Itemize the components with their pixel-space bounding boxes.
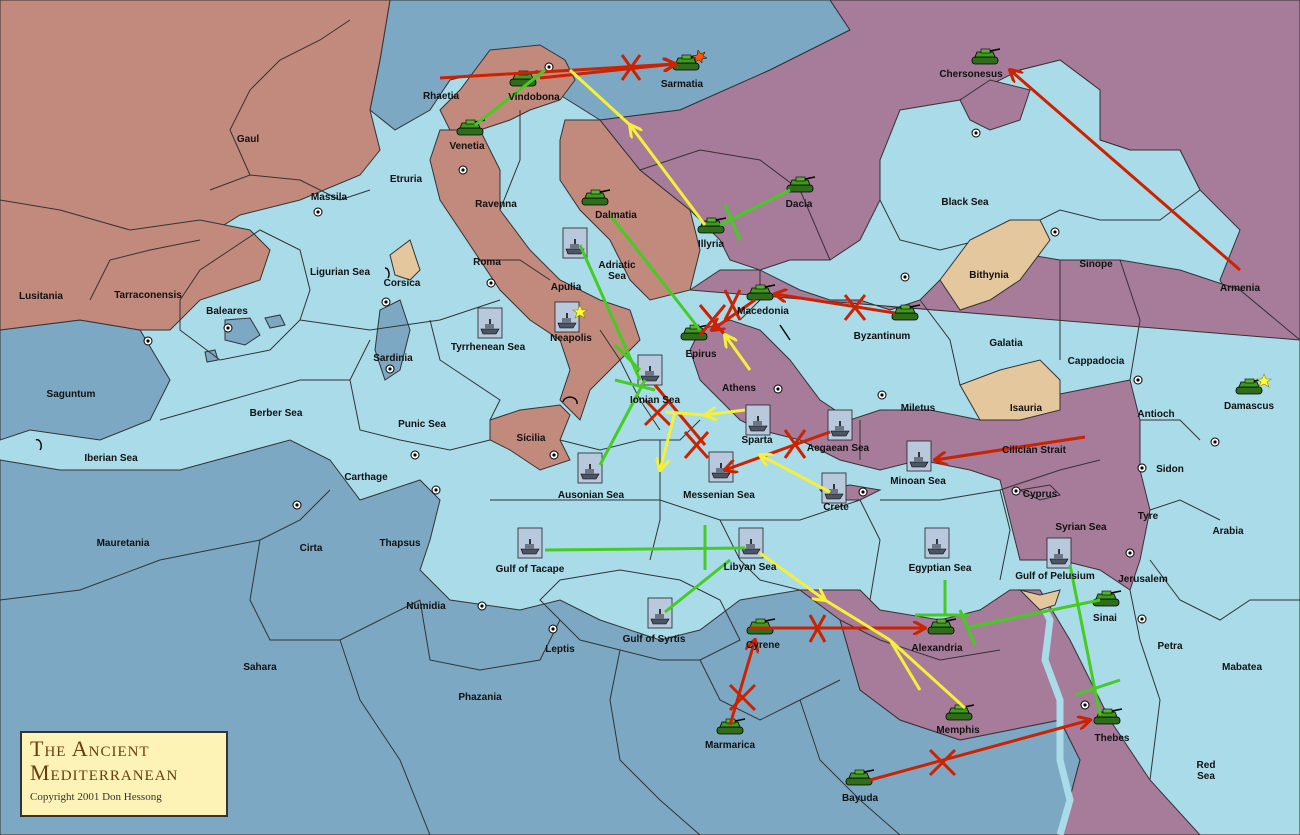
label-saguntum: Saguntum bbox=[47, 389, 96, 400]
land-borders bbox=[0, 19, 1300, 835]
label-galatia: Galatia bbox=[989, 338, 1023, 349]
label-mabatea: Mabatea bbox=[1222, 662, 1262, 673]
deep-sea-regions bbox=[0, 0, 1081, 835]
label-epirus: Epirus bbox=[685, 349, 717, 360]
label-ausonian-sea: Ausonian Sea bbox=[558, 490, 625, 501]
label-arabia: Arabia bbox=[1212, 526, 1244, 537]
label-syrian-sea: Syrian Sea bbox=[1055, 522, 1107, 533]
label-tarraconensis: Tarraconensis bbox=[114, 290, 182, 301]
label-iberian-sea: Iberian Sea bbox=[84, 453, 138, 464]
label-crete: Crete bbox=[823, 502, 849, 513]
label-thebes: Thebes bbox=[1094, 733, 1129, 744]
label-marmarica: Marmarica bbox=[705, 740, 755, 751]
label-byzantinum: Byzantinum bbox=[854, 331, 911, 342]
label-alexandria: Alexandria bbox=[911, 643, 963, 654]
label-baleares: Baleares bbox=[206, 306, 248, 317]
label-gaul: Gaul bbox=[237, 134, 259, 145]
label-memphis: Memphis bbox=[936, 725, 980, 736]
label-roma: Roma bbox=[473, 257, 501, 268]
label-tyre: Tyre bbox=[1138, 511, 1159, 522]
label-carthage: Carthage bbox=[344, 472, 388, 483]
label-messenian-sea: Messenian Sea bbox=[683, 490, 755, 501]
islands bbox=[204, 299, 411, 381]
label-petra: Petra bbox=[1157, 641, 1182, 652]
move-orders bbox=[439, 54, 1241, 782]
label-lusitania: Lusitania bbox=[19, 291, 63, 302]
label-massila: Massila bbox=[311, 192, 348, 203]
province-labels: Gaul Rhaetia Vindobona Sarmatia Chersone… bbox=[19, 69, 1274, 804]
label-jerusalem: Jerusalem bbox=[1118, 574, 1168, 585]
tan-lands bbox=[389, 219, 1061, 421]
label-isauria: Isauria bbox=[1010, 403, 1043, 414]
label-rhaetia: Rhaetia bbox=[423, 91, 460, 102]
connection-arrows-icon bbox=[35, 267, 791, 451]
label-libyan-sea: Libyan Sea bbox=[724, 562, 777, 573]
label-bayuda: Bayuda bbox=[842, 793, 879, 804]
label-leptis: Leptis bbox=[545, 644, 575, 655]
label-illyria: Illyria bbox=[698, 239, 725, 250]
label-bithynia: Bithynia bbox=[969, 270, 1009, 281]
label-etruria: Etruria bbox=[390, 174, 423, 185]
sea-borders bbox=[159, 229, 1101, 661]
label-cappadocia: Cappadocia bbox=[1068, 356, 1125, 367]
label-sarmatia: Sarmatia bbox=[661, 79, 704, 90]
black-sea-water bbox=[879, 59, 1201, 251]
label-apulia: Apulia bbox=[551, 282, 582, 293]
nile-river bbox=[1036, 598, 1074, 835]
copyright-text: Copyright 2001 Don Hessong bbox=[30, 791, 162, 803]
label-sardinia: Sardinia bbox=[373, 353, 413, 364]
title-cartouche: The Ancient Mediterranean Copyright 2001… bbox=[20, 731, 228, 817]
title-line-1: The Ancient bbox=[30, 736, 150, 761]
nile-delta bbox=[1018, 589, 1061, 611]
label-egyptian-sea: Egyptian Sea bbox=[909, 563, 972, 574]
label-gulf-of-syrtis: Gulf of Syrtis bbox=[623, 634, 686, 645]
title-line-2: Mediterranean bbox=[30, 760, 179, 785]
pink-lands bbox=[0, 0, 701, 471]
label-phazania: Phazania bbox=[458, 692, 502, 703]
label-macedonia: Macedonia bbox=[737, 306, 789, 317]
label-black-sea: Black Sea bbox=[941, 197, 989, 208]
label-minoan-sea: Minoan Sea bbox=[890, 476, 946, 487]
label-athens: Athens bbox=[722, 383, 756, 394]
label-antioch: Antioch bbox=[1137, 409, 1174, 420]
label-mauretania: Mauretania bbox=[97, 538, 150, 549]
label-damascus: Damascus bbox=[1224, 401, 1274, 412]
label-cyrene: Cyrene bbox=[746, 640, 780, 651]
label-venetia: Venetia bbox=[449, 141, 484, 152]
label-numidia: Numidia bbox=[406, 601, 446, 612]
label-dacia: Dacia bbox=[786, 199, 813, 210]
label-sparta: Sparta bbox=[741, 435, 773, 446]
label-ravenna: Ravenna bbox=[475, 199, 517, 210]
label-sicilia: Sicilia bbox=[517, 433, 546, 444]
label-armenia: Armenia bbox=[1220, 283, 1260, 294]
label-gulf-of-tacape: Gulf of Tacape bbox=[496, 564, 565, 575]
label-vindobona: Vindobona bbox=[508, 92, 560, 103]
label-sinai: Sinai bbox=[1093, 613, 1117, 624]
crimea bbox=[959, 79, 1031, 131]
label-miletus: Miletus bbox=[901, 403, 936, 414]
label-sidon: Sidon bbox=[1156, 464, 1184, 475]
label-thapsus: Thapsus bbox=[379, 538, 421, 549]
label-berber-sea: Berber Sea bbox=[250, 408, 303, 419]
label-tyrrhenean-sea: Tyrrhenean Sea bbox=[451, 342, 526, 353]
label-chersonesus: Chersonesus bbox=[939, 69, 1003, 80]
label-ionian-sea: Ionian Sea bbox=[630, 395, 680, 406]
star-icon bbox=[572, 304, 1272, 388]
label-cilician-strait: Cilician Strait bbox=[1002, 445, 1067, 456]
label-cirta: Cirta bbox=[300, 543, 323, 554]
label-gulf-of-pelusium: Gulf of Pelusium bbox=[1015, 571, 1095, 582]
label-ligurian-sea: Ligurian Sea bbox=[310, 267, 370, 278]
label-cyprus: Cyprus bbox=[1023, 489, 1058, 500]
label-neapolis: Neapolis bbox=[550, 333, 592, 344]
explosion-icon bbox=[691, 49, 708, 64]
label-punic-sea: Punic Sea bbox=[398, 419, 446, 430]
label-sinope: Sinope bbox=[1079, 259, 1113, 270]
label-dalmatia: Dalmatia bbox=[595, 210, 637, 221]
label-sahara: Sahara bbox=[243, 662, 277, 673]
label-corsica: Corsica bbox=[384, 278, 421, 289]
label-aegaean-sea: Aegaean Sea bbox=[807, 443, 870, 454]
